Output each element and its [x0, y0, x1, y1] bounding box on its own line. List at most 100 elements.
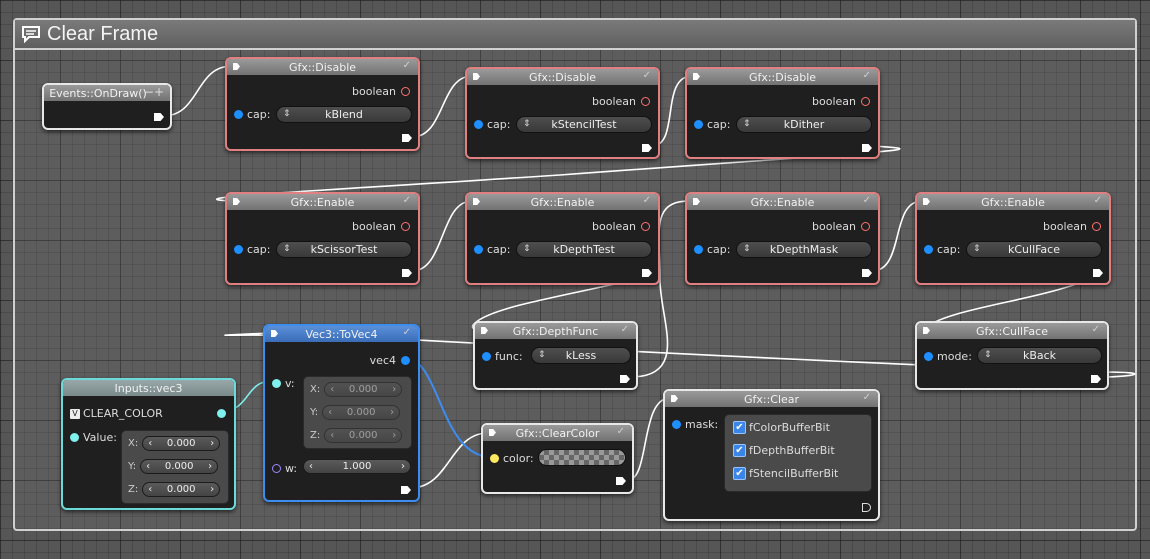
add-remove-buttons[interactable]: −+ [143, 85, 164, 99]
cullface-node[interactable]: Gfx::CullFace✓ mode: ⇕kBack [915, 321, 1109, 390]
flow-out-port[interactable] [154, 113, 164, 121]
flow-out-port[interactable] [1091, 375, 1101, 383]
flow-out-port[interactable] [642, 269, 652, 277]
increment-icon[interactable]: › [210, 438, 215, 449]
flow-in-port[interactable] [693, 73, 700, 80]
w-field[interactable]: ‹1.000› [303, 459, 411, 474]
color-input-port[interactable] [490, 454, 499, 463]
cap-input-port[interactable] [234, 110, 243, 119]
disable-node-stenciltest[interactable]: Gfx::Disable✓ boolean cap: ⇕kStencilTest [465, 67, 660, 159]
color-swatch[interactable] [538, 449, 626, 466]
node-header[interactable]: Inputs::vec3 [63, 380, 234, 396]
boolean-output-port[interactable] [401, 222, 410, 231]
flow-out-port[interactable] [402, 134, 412, 142]
boolean-output-port[interactable] [401, 87, 410, 96]
w-input-port[interactable] [272, 464, 281, 473]
mode-dropdown[interactable]: ⇕kBack [977, 347, 1102, 364]
depthfunc-node[interactable]: Gfx::DepthFunc✓ func: ⇕kLess [473, 321, 638, 390]
value-input-port[interactable] [70, 433, 79, 442]
flow-out-port[interactable] [620, 375, 630, 383]
cap-dropdown[interactable]: ⇕kDither [736, 116, 872, 133]
flow-in-port[interactable] [481, 327, 488, 334]
checkbox-checked-icon[interactable]: ✔ [733, 444, 746, 457]
disable-node-dither[interactable]: Gfx::Disable✓ boolean cap: ⇕kDither [685, 67, 880, 159]
node-header[interactable]: Gfx::CullFace✓ [917, 323, 1107, 339]
cap-dropdown[interactable]: ⇕kScissorTest [276, 241, 412, 258]
decrement-icon[interactable]: ‹ [146, 461, 151, 472]
boolean-output-port[interactable] [641, 222, 650, 231]
z-field[interactable]: ‹0.000› [142, 482, 221, 497]
flow-out-port[interactable] [862, 144, 872, 152]
y-field[interactable]: ‹0.000› [140, 459, 219, 474]
mask-input-port[interactable] [672, 420, 681, 429]
flow-in-port[interactable] [473, 198, 480, 205]
node-header[interactable]: Gfx::Enable✓ [227, 194, 418, 210]
increment-icon[interactable]: › [208, 461, 213, 472]
decrement-icon[interactable]: ‹ [309, 461, 313, 472]
cap-dropdown[interactable]: ⇕kBlend [276, 106, 412, 123]
boolean-output-port[interactable] [641, 97, 650, 106]
flow-out-port[interactable] [642, 144, 652, 152]
cap-input-port[interactable] [924, 245, 933, 254]
func-input-port[interactable] [482, 352, 491, 361]
clearcolor-node[interactable]: Gfx::ClearColor✓ color: [481, 423, 634, 494]
cap-input-port[interactable] [694, 245, 703, 254]
flow-out-port[interactable] [616, 477, 626, 485]
cap-input-port[interactable] [474, 120, 483, 129]
flow-in-port[interactable] [473, 73, 480, 80]
cap-dropdown[interactable]: ⇕kStencilTest [516, 116, 652, 133]
node-header[interactable]: Gfx::Enable✓ [687, 194, 878, 210]
x-field[interactable]: ‹0.000› [142, 436, 221, 451]
cap-input-port[interactable] [234, 245, 243, 254]
frame-header[interactable]: Clear Frame [15, 20, 1135, 50]
flow-in-port[interactable] [271, 330, 278, 337]
vec3-to-vec4-node[interactable]: Vec3::ToVec4✓ vec4 v: X:‹0.000› Y:‹0.000… [263, 324, 420, 502]
boolean-output-port[interactable] [1092, 222, 1101, 231]
checkbox-checked-icon[interactable]: ✔ [733, 467, 746, 480]
cap-dropdown[interactable]: ⇕kDepthTest [516, 241, 652, 258]
flow-in-port[interactable] [671, 395, 678, 402]
disable-node-blend[interactable]: Gfx::Disable✓ boolean cap: ⇕kBlend [225, 57, 420, 151]
flow-out-port[interactable] [1093, 269, 1103, 277]
boolean-output-port[interactable] [861, 222, 870, 231]
node-header[interactable]: Events::OnDraw() −+ [44, 85, 170, 101]
enable-node-cullface[interactable]: Gfx::Enable✓ boolean cap: ⇕kCullFace [915, 192, 1111, 285]
flow-in-port[interactable] [923, 327, 930, 334]
cap-input-port[interactable] [694, 120, 703, 129]
flow-out-port[interactable] [402, 269, 412, 277]
node-header[interactable]: Gfx::DepthFunc✓ [475, 323, 636, 339]
flow-out-port[interactable] [862, 269, 872, 277]
node-header[interactable]: Gfx::Enable✓ [467, 194, 658, 210]
cap-dropdown[interactable]: ⇕kCullFace [966, 241, 1102, 258]
event-ondraw-node[interactable]: Events::OnDraw() −+ [42, 83, 172, 130]
cap-input-port[interactable] [474, 245, 483, 254]
decrement-icon[interactable]: ‹ [148, 438, 153, 449]
node-header[interactable]: Gfx::Disable✓ [687, 69, 878, 85]
flow-in-port[interactable] [923, 198, 930, 205]
vec4-output-port[interactable] [401, 356, 410, 365]
enable-node-depthtest[interactable]: Gfx::Enable✓ boolean cap: ⇕kDepthTest [465, 192, 660, 285]
clear-node[interactable]: Gfx::Clear✓ mask: ✔fColorBufferBit ✔fDep… [663, 389, 880, 521]
node-header[interactable]: Gfx::Disable✓ [227, 59, 418, 75]
v-input-port[interactable] [272, 379, 281, 388]
bit-row-depth[interactable]: ✔fDepthBufferBit [733, 444, 835, 457]
flow-out-port[interactable] [862, 503, 871, 512]
node-header[interactable]: Gfx::Clear✓ [665, 391, 878, 407]
flow-in-port[interactable] [233, 63, 240, 70]
flow-out-port[interactable] [401, 486, 411, 494]
bit-row-stencil[interactable]: ✔fStencilBufferBit [733, 467, 838, 480]
decrement-icon[interactable]: ‹ [148, 484, 153, 495]
increment-icon[interactable]: › [400, 461, 405, 472]
bit-row-color[interactable]: ✔fColorBufferBit [733, 421, 830, 434]
node-header[interactable]: Gfx::ClearColor✓ [483, 425, 632, 441]
increment-icon[interactable]: › [210, 484, 215, 495]
node-header[interactable]: Gfx::Disable✓ [467, 69, 658, 85]
node-header[interactable]: Vec3::ToVec4✓ [265, 326, 418, 342]
flow-in-port[interactable] [233, 198, 240, 205]
vec3-output-port[interactable] [217, 409, 226, 418]
enable-node-scissortest[interactable]: Gfx::Enable✓ boolean cap: ⇕kScissorTest [225, 192, 420, 285]
func-dropdown[interactable]: ⇕kLess [531, 347, 631, 364]
boolean-output-port[interactable] [861, 97, 870, 106]
mode-input-port[interactable] [924, 352, 933, 361]
